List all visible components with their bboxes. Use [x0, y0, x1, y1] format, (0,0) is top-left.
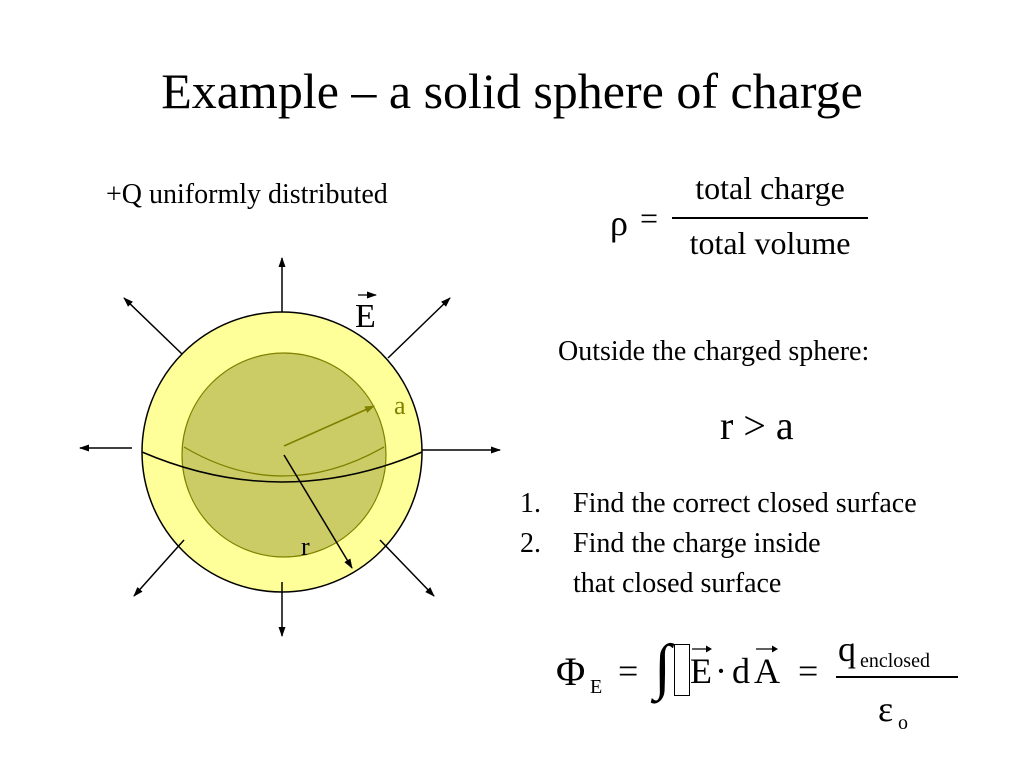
step-number: 2. [520, 528, 541, 559]
integral-sign: ∫ [654, 633, 671, 701]
surface-equator [141, 451, 423, 483]
list-item: 2. Find the charge inside that closed su… [520, 524, 917, 604]
step-text: Find the charge inside that closed surfa… [573, 528, 821, 599]
field-label: E [355, 298, 376, 335]
radius-r-label: r [301, 532, 310, 561]
list-item: 1. Find the correct closed surface [520, 484, 917, 524]
fraction-numerator: total charge [695, 170, 845, 206]
radius-a-arrow [283, 405, 375, 447]
rho-symbol: ρ [610, 203, 628, 243]
permittivity-symbol: ε [878, 689, 894, 729]
equals-sign: = [640, 200, 659, 236]
outside-label: Outside the charged sphere: [558, 336, 870, 367]
condition-r-greater-than-a: r > a [720, 403, 794, 448]
area-symbol: A [754, 651, 780, 691]
dot-product: · [715, 651, 727, 691]
permittivity-subscript: o [898, 712, 908, 734]
step-text: Find the correct closed surface [573, 488, 917, 519]
radius-a-label: a [394, 391, 406, 420]
charge-symbol: q [838, 629, 856, 669]
density-equation: ρ = total charge total volume [610, 170, 880, 270]
field-arrow-down-left [133, 539, 185, 597]
equals-sign: = [798, 651, 819, 691]
field-arrow-down-right [379, 539, 435, 597]
vector-arrow-over-e [692, 645, 712, 653]
closed-surface-marker [674, 644, 690, 696]
surface-equator-back [183, 446, 385, 477]
step-number: 1. [520, 488, 541, 519]
differential-d: d [732, 651, 750, 691]
flux-subscript: E [590, 676, 603, 698]
steps-list: 1. Find the correct closed surface 2. Fi… [520, 484, 917, 604]
flux-e-symbol: E [690, 651, 712, 691]
field-arrows [79, 257, 501, 637]
field-arrow-up-left [123, 297, 183, 355]
fraction-denominator: total volume [689, 225, 851, 261]
equals-sign: = [618, 651, 639, 691]
gauss-law-equation: Φ E = ∫ E · d A = q enclosed ε o [550, 628, 970, 758]
flux-symbol: Φ [556, 649, 586, 694]
sphere-diagram: E a r [79, 257, 501, 637]
charge-description: +Q uniformly distributed [106, 179, 388, 210]
fraction-bar [672, 217, 868, 219]
charge-subscript: enclosed [860, 650, 930, 672]
field-arrow-up-right [387, 297, 451, 359]
fraction-bar [836, 676, 958, 678]
radius-r-arrow [283, 454, 353, 569]
slide-title: Example – a solid sphere of charge [161, 63, 863, 119]
vector-arrow-over-a [756, 645, 778, 653]
